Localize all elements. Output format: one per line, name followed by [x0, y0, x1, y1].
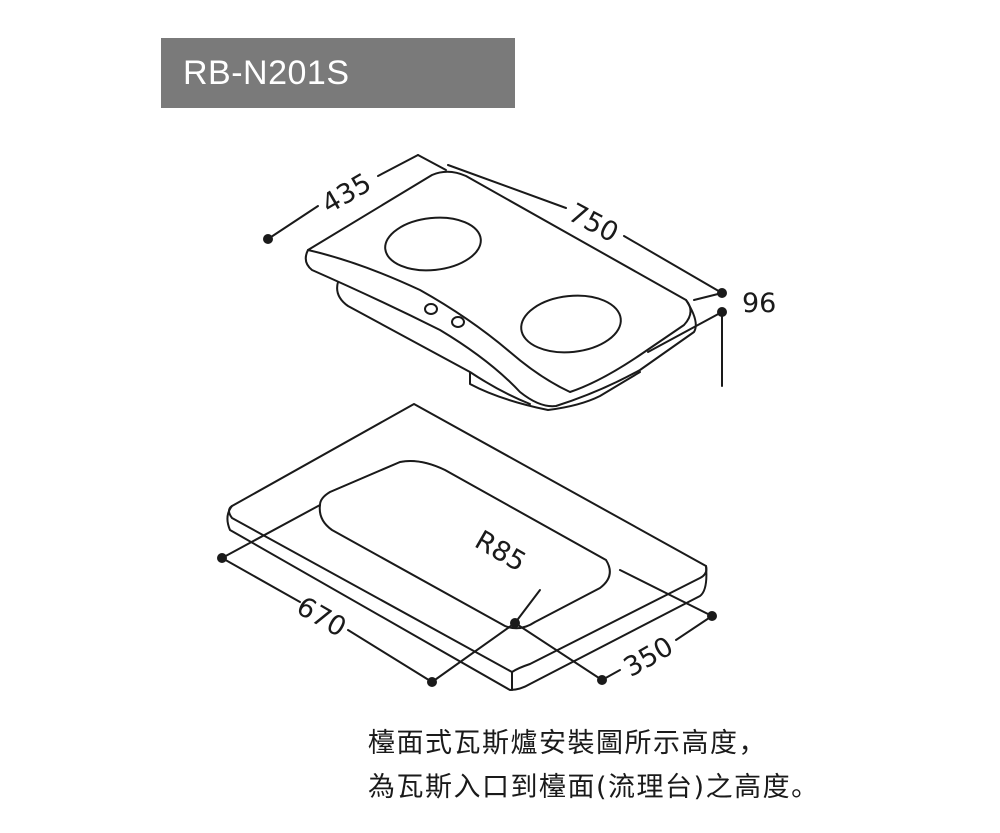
burner-left — [384, 216, 482, 272]
dim-cutout-width-line — [221, 557, 301, 603]
dim-cutout-depth-label: 350 — [619, 631, 679, 684]
dim-width-label: 750 — [563, 198, 623, 250]
dim-cutout-width-label: 670 — [291, 591, 351, 644]
countertop-drawing — [221, 403, 713, 691]
installation-note: 檯面式瓦斯爐安裝圖所示高度， 為瓦斯入口到檯面(流理台)之高度。 — [368, 722, 968, 810]
stove-base — [336, 281, 641, 411]
dim-cutout-depth-line — [514, 622, 603, 681]
stove-top-surface — [307, 170, 692, 393]
model-banner: RB-N201S — [161, 38, 515, 108]
dim-height-label: 96 — [742, 288, 776, 319]
stove-drawing — [267, 154, 723, 411]
installation-note-line-1: 檯面式瓦斯爐安裝圖所示高度， — [368, 728, 767, 759]
countertop-edge — [226, 505, 708, 691]
cutout-opening — [318, 460, 611, 630]
stove-front-edge — [304, 249, 697, 408]
control-knob-right — [451, 316, 465, 328]
dim-depth-line — [267, 205, 319, 240]
installation-note-line-2: 為瓦斯入口到檯面(流理台)之高度。 — [368, 772, 820, 803]
dim-radius-line — [514, 589, 541, 624]
countertop-top — [228, 403, 708, 673]
dim-width-line — [447, 164, 567, 209]
dim-depth-label: 435 — [317, 168, 377, 221]
dim-radius-label: R85 — [469, 525, 531, 578]
control-knob-left — [424, 303, 438, 315]
burner-right — [520, 294, 622, 354]
model-name: RB-N201S — [183, 53, 350, 92]
dimension-dots — [217, 234, 727, 687]
